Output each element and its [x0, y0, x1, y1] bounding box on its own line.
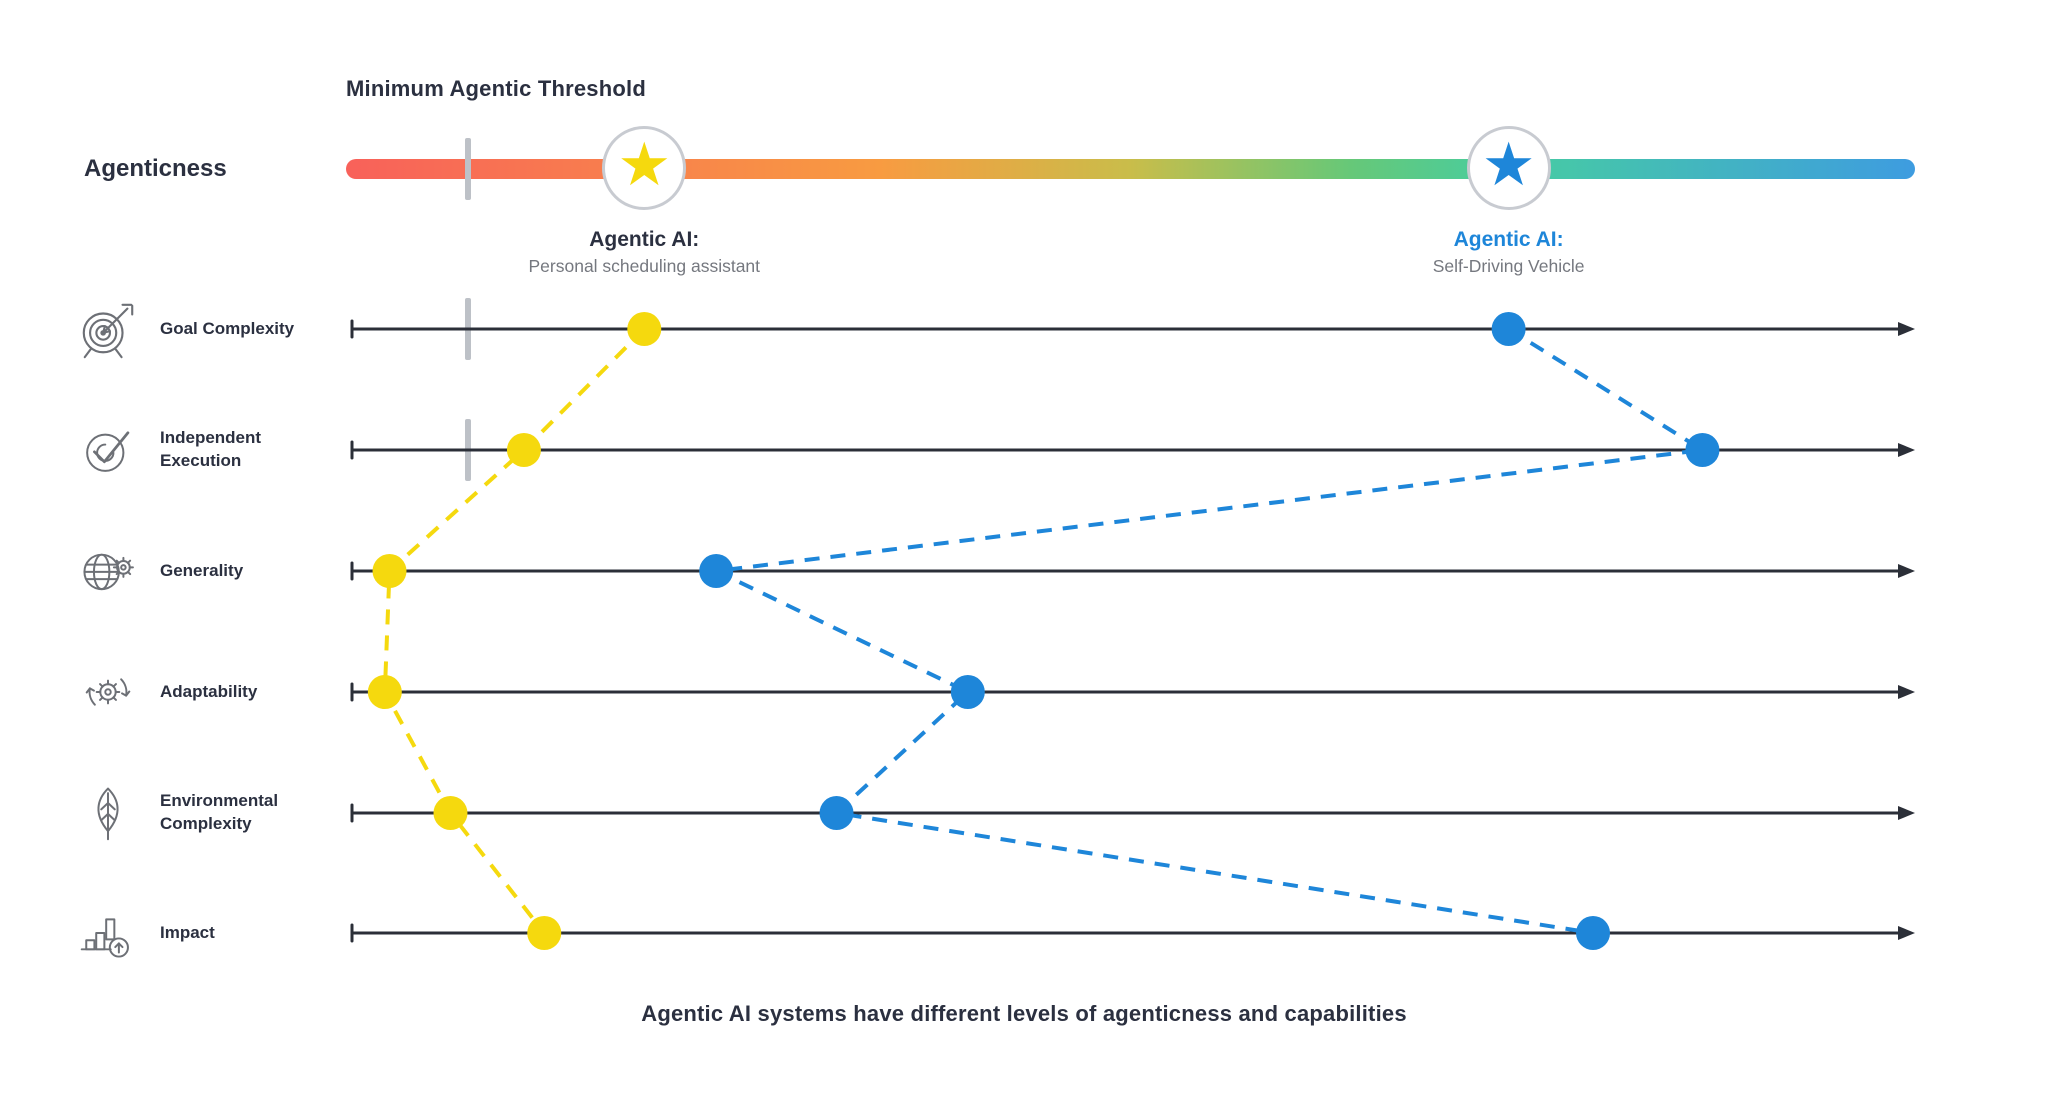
threshold-tick: [464, 138, 471, 200]
axis-arrowhead: [1898, 806, 1915, 820]
data-point: [372, 554, 407, 588]
data-point: [367, 675, 402, 709]
dimension-row-environmental-complexity: Environmental Complexity: [70, 765, 350, 861]
axis-arrowhead: [1898, 564, 1915, 578]
system-description: Personal scheduling assistant: [528, 256, 761, 276]
axis-arrowhead: [1898, 443, 1915, 457]
self-driving-label: Agentic AI: Self-Driving Vehicle: [1309, 228, 1709, 277]
chart-caption: Agentic AI systems have different levels…: [641, 1001, 1407, 1026]
data-point: [433, 796, 468, 830]
data-point: [527, 916, 562, 950]
axis-arrowhead: [1898, 926, 1915, 940]
system-name: Agentic AI:: [589, 228, 700, 251]
system-description: Self-Driving Vehicle: [1432, 256, 1585, 276]
personal-assistant-label: Agentic AI: Personal scheduling assistan…: [444, 228, 844, 277]
data-point: [1685, 433, 1720, 467]
star-icon: ★: [1481, 131, 1536, 198]
dimension-row-adaptability: Adaptability: [70, 644, 350, 740]
dimension-row-independent-execution: Independent Execution: [70, 402, 350, 498]
dimension-label: Environmental Complexity: [160, 791, 279, 833]
dimension-label: Impact: [160, 922, 215, 942]
self-driving-star-marker: ★: [1466, 126, 1551, 210]
check-circle-icon: [70, 421, 146, 479]
data-point: [699, 554, 734, 588]
dimension-label: Independent Execution: [160, 428, 262, 470]
data-point: [819, 796, 854, 830]
dimension-label: Generality: [160, 560, 244, 580]
axis-arrowhead: [1898, 685, 1915, 699]
data-point: [950, 675, 985, 709]
data-point: [627, 312, 662, 346]
minimum-agentic-threshold-title: Minimum Agentic Threshold: [346, 76, 646, 101]
dimension-row-generality: Generality: [70, 523, 350, 619]
dimension-row-goal-complexity: Goal Complexity: [70, 281, 350, 377]
leaf-icon: [70, 784, 146, 842]
agenticness-axis-label: Agenticness: [84, 155, 227, 182]
data-point: [1576, 916, 1611, 950]
impact-bars-icon: [70, 904, 146, 962]
series-connector-line: [382, 327, 646, 935]
dimension-label: Adaptability: [160, 681, 258, 701]
dimension-label: Goal Complexity: [160, 318, 295, 338]
adaptability-cycle-icon: [70, 663, 146, 721]
axis-arrowhead: [1898, 322, 1915, 336]
globe-gear-icon: [70, 542, 146, 600]
personal-assistant-star-marker: ★: [602, 126, 687, 210]
star-icon: ★: [617, 131, 672, 198]
data-point: [506, 433, 541, 467]
system-name: Agentic AI:: [1453, 228, 1564, 251]
dimension-row-impact: Impact: [70, 885, 350, 981]
series-connector-line: [709, 327, 1709, 935]
target-icon: [70, 298, 146, 360]
data-point: [1491, 312, 1526, 346]
